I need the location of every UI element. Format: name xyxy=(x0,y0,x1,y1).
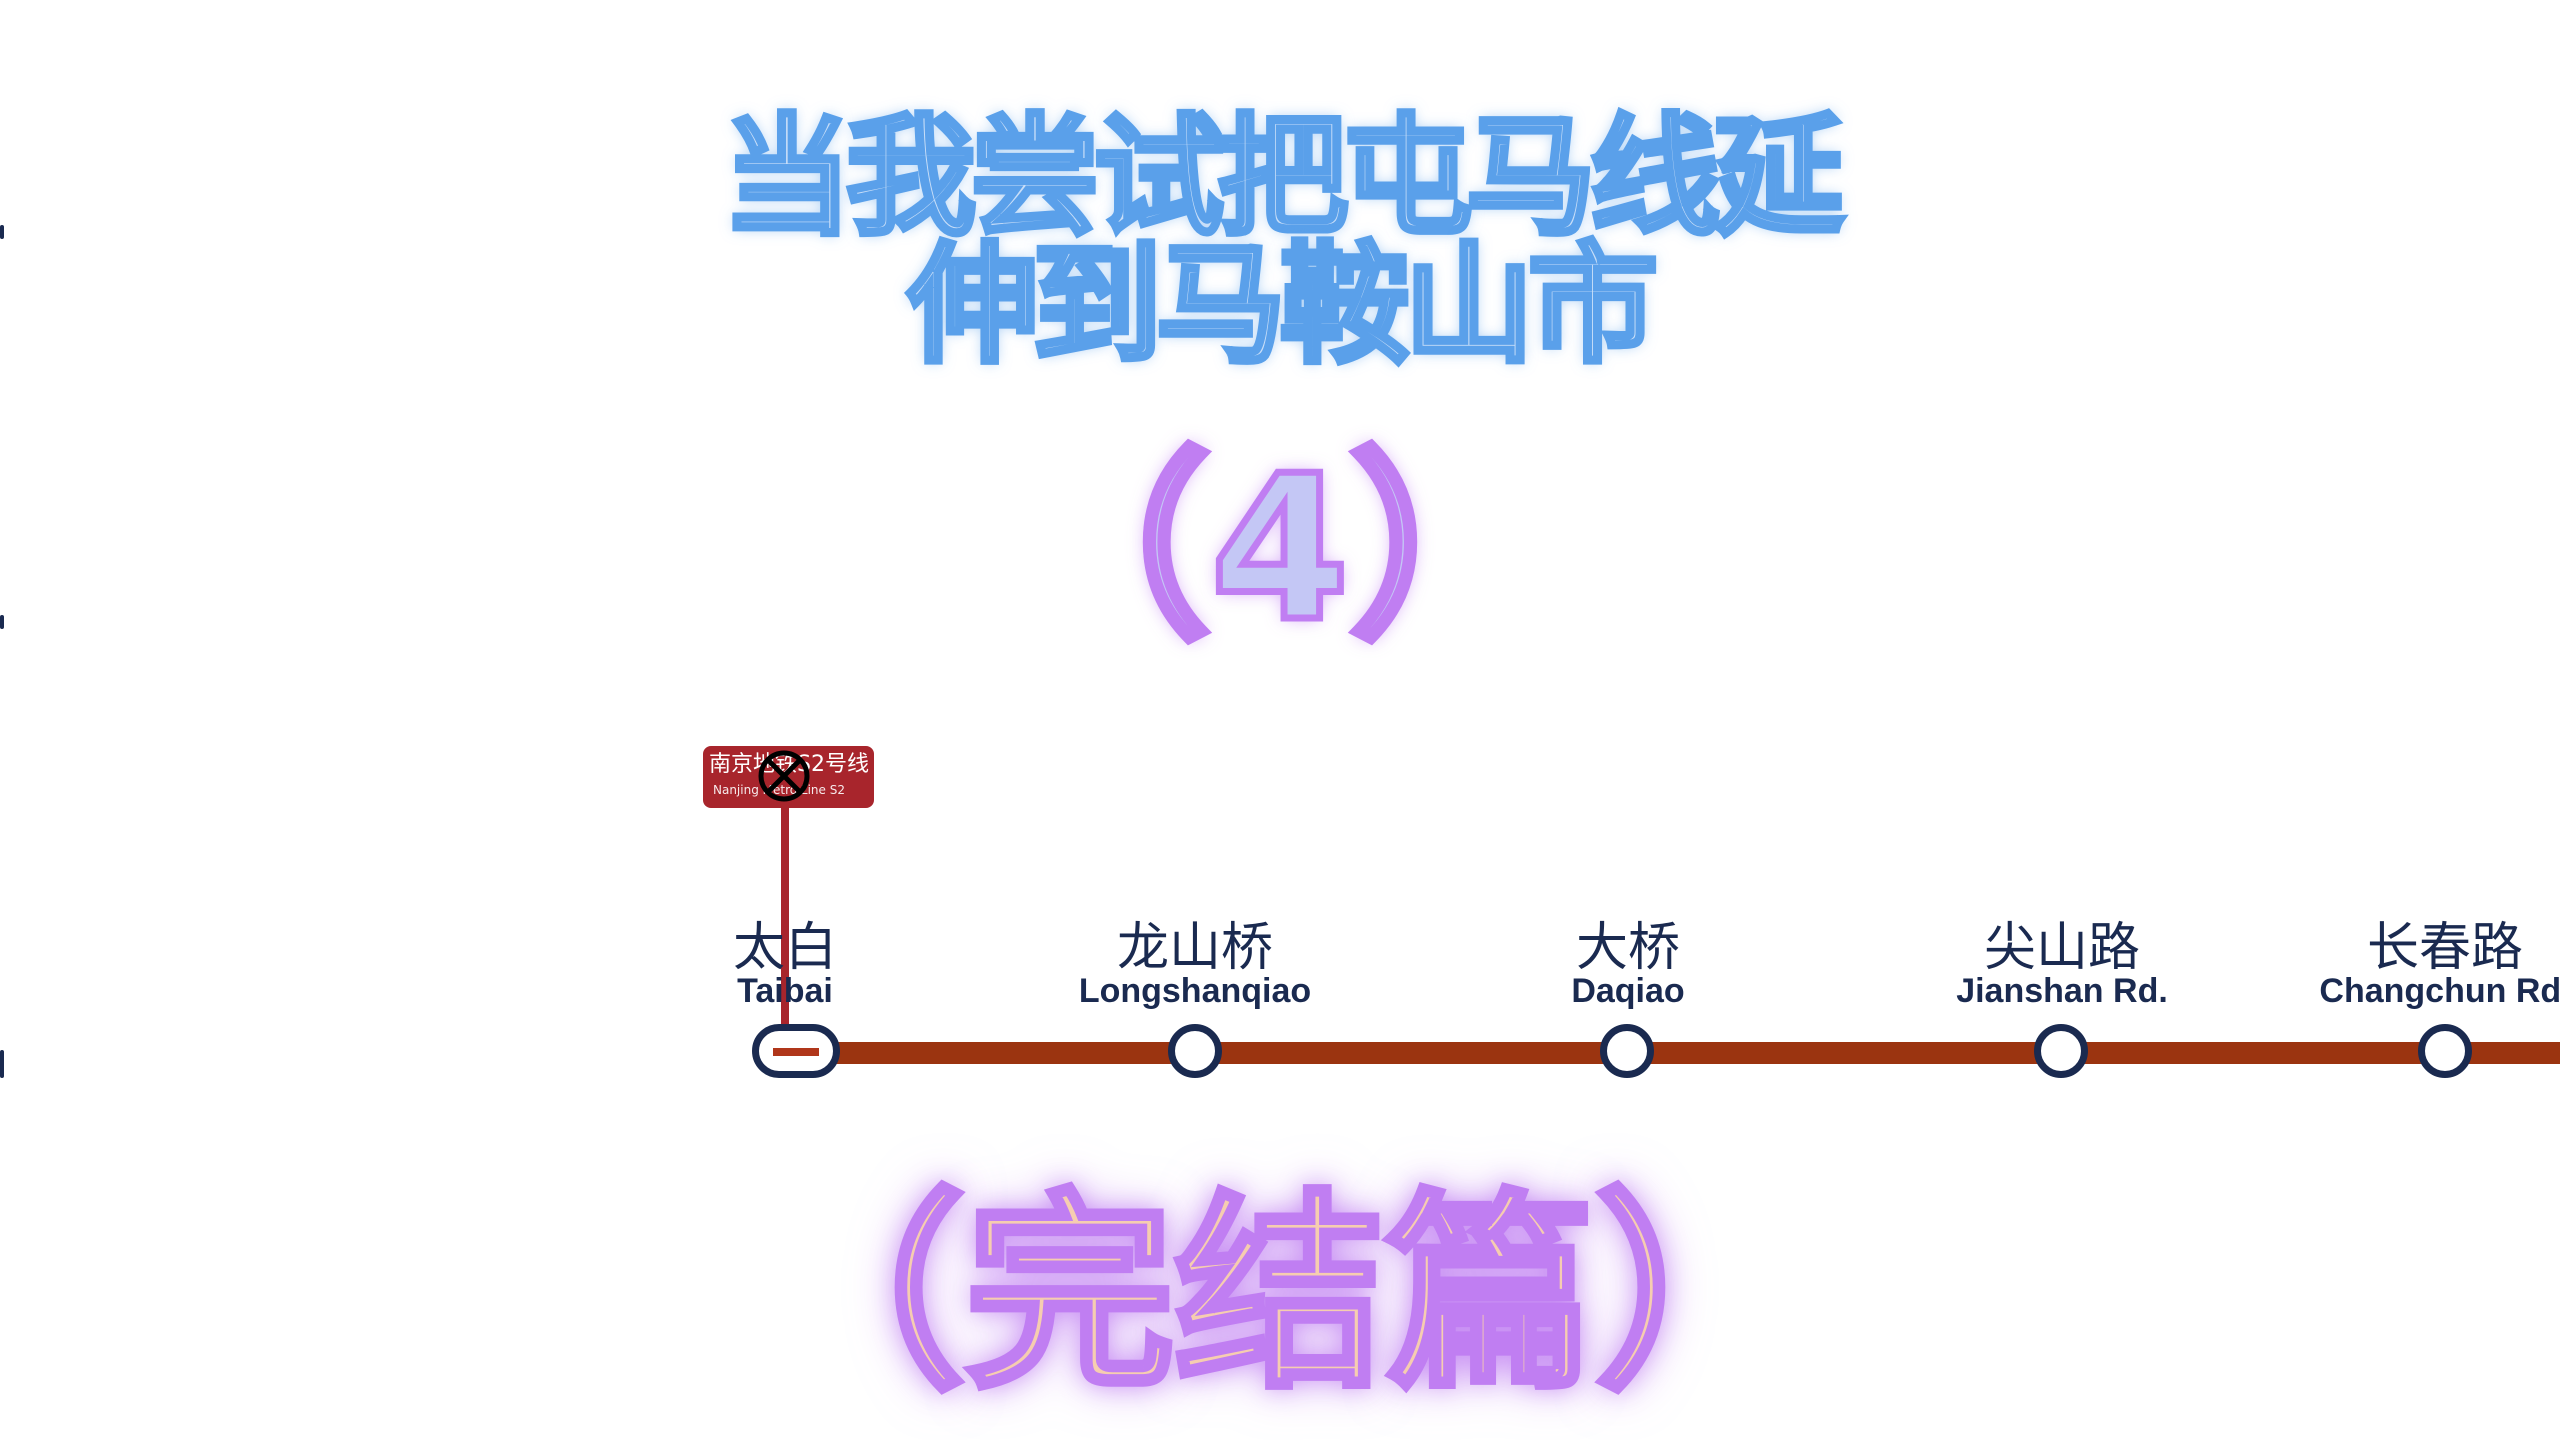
station-name-cn: 长春路 xyxy=(2366,918,2523,978)
station-name-en: Daqiao xyxy=(1571,972,1685,1010)
station-name-en: Changchun Rd. xyxy=(2319,972,2560,1010)
closed-circle-x-icon xyxy=(758,750,810,802)
title-line-2: 伸到马鞍山市 xyxy=(905,229,1660,381)
station-marker xyxy=(2034,1024,2088,1078)
station-name-en: Jianshan Rd. xyxy=(1956,972,2168,1010)
edge-mark xyxy=(0,1050,4,1078)
station-name-en: Taibai xyxy=(737,972,833,1010)
station-name-cn: 龙山桥 xyxy=(1116,918,1273,978)
station-marker xyxy=(1168,1024,1222,1078)
station-name-en: Longshanqiao xyxy=(1078,972,1312,1010)
episode-label: （4） xyxy=(1007,433,1553,666)
route-line xyxy=(780,1042,2560,1064)
edge-mark xyxy=(0,615,4,629)
station-name-cn: 尖山路 xyxy=(1983,918,2140,978)
station-name-cn: 大桥 xyxy=(1575,918,1680,978)
finale-label: （完结篇） xyxy=(752,1172,1808,1418)
station-marker xyxy=(2418,1024,2472,1078)
interchange-station-marker xyxy=(752,1024,840,1078)
interchange-bar xyxy=(773,1048,819,1056)
title-line-1: 当我尝试把屯马线延 xyxy=(719,101,1846,253)
station-marker xyxy=(1600,1024,1654,1078)
transfer-line-name-en: Nanjing Metro Line S2 xyxy=(713,783,845,797)
transfer-connector xyxy=(781,804,789,1030)
edge-mark xyxy=(0,225,4,239)
station-name-cn: 太白 xyxy=(732,918,837,978)
